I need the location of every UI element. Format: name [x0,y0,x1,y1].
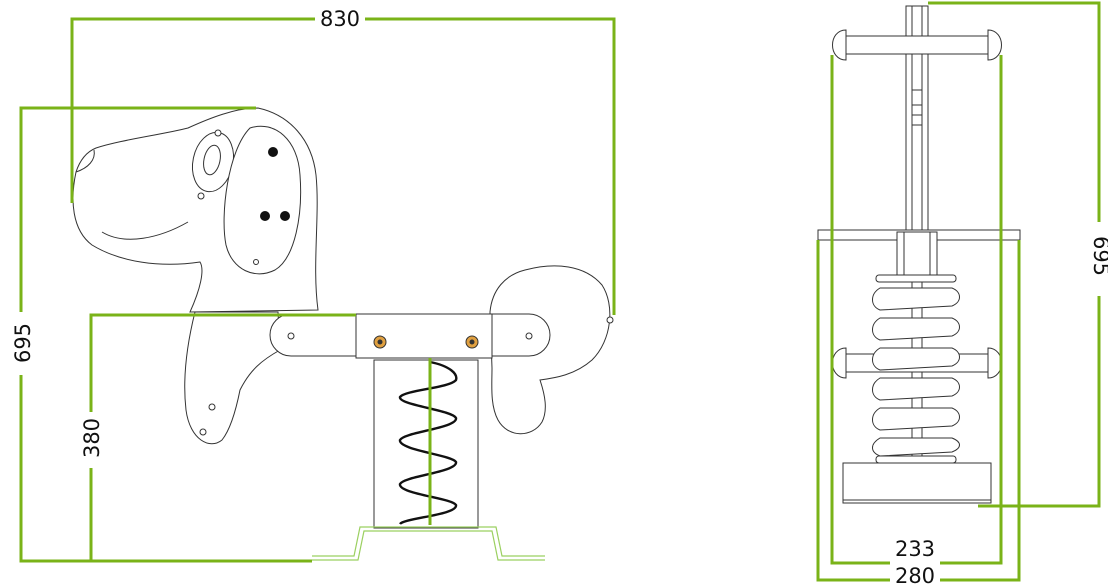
bolt-hole [208,403,216,411]
bolt-hole [199,428,207,436]
dimension-line-830 [70,17,616,315]
seat-bolt [373,335,387,349]
bolt-hole [214,129,222,137]
base-plate-inner [312,526,545,557]
seat-bolt [465,335,479,349]
upper-handle-grip-right [987,29,1002,61]
dimension-label-695-right: 695 [1089,236,1108,276]
ear-spot [260,211,270,221]
dog-ear-outline [223,125,302,275]
dog-mouth [101,221,189,240]
dimension-line-233 [830,55,1003,565]
post-slot-marks [912,89,922,126]
dog-front-legs [184,311,281,445]
dimension-label-280: 280 [895,564,935,587]
dimension-line-695-left [19,106,312,563]
bolt-hole [525,332,533,340]
bolt-hole [606,316,614,324]
dimension-line-280 [816,240,1021,582]
dimension-label-233: 233 [895,537,935,561]
dimension-line-380 [89,313,356,561]
spring-coil [398,360,458,526]
bolt-hole [197,192,205,200]
side-spring [872,274,960,464]
front-view: 830 695 380 [11,7,616,563]
dimension-label-695-left: 695 [11,323,35,363]
side-view: 695 233 280 [816,1,1108,587]
dog-tail-outline [489,265,611,435]
ear-spot [280,211,290,221]
side-base [842,462,992,504]
upper-handle-grip-left [832,29,847,61]
ear-spot [268,147,278,157]
side-seat-block-inner [903,231,931,277]
spring-housing [373,359,479,529]
base-plate [312,530,545,561]
upper-handle-bar [839,35,995,55]
lower-handle-grip-left [832,347,847,379]
dimension-label-380: 380 [80,418,104,458]
dimension-line-695-right [928,1,1101,508]
bolt-hole [287,332,295,340]
dog-eye-inner [203,144,221,176]
dog-snout [75,149,95,173]
dimension-label-830: 830 [320,7,360,31]
bolt-hole [253,259,259,265]
lower-handle-grip-right [987,347,1002,379]
